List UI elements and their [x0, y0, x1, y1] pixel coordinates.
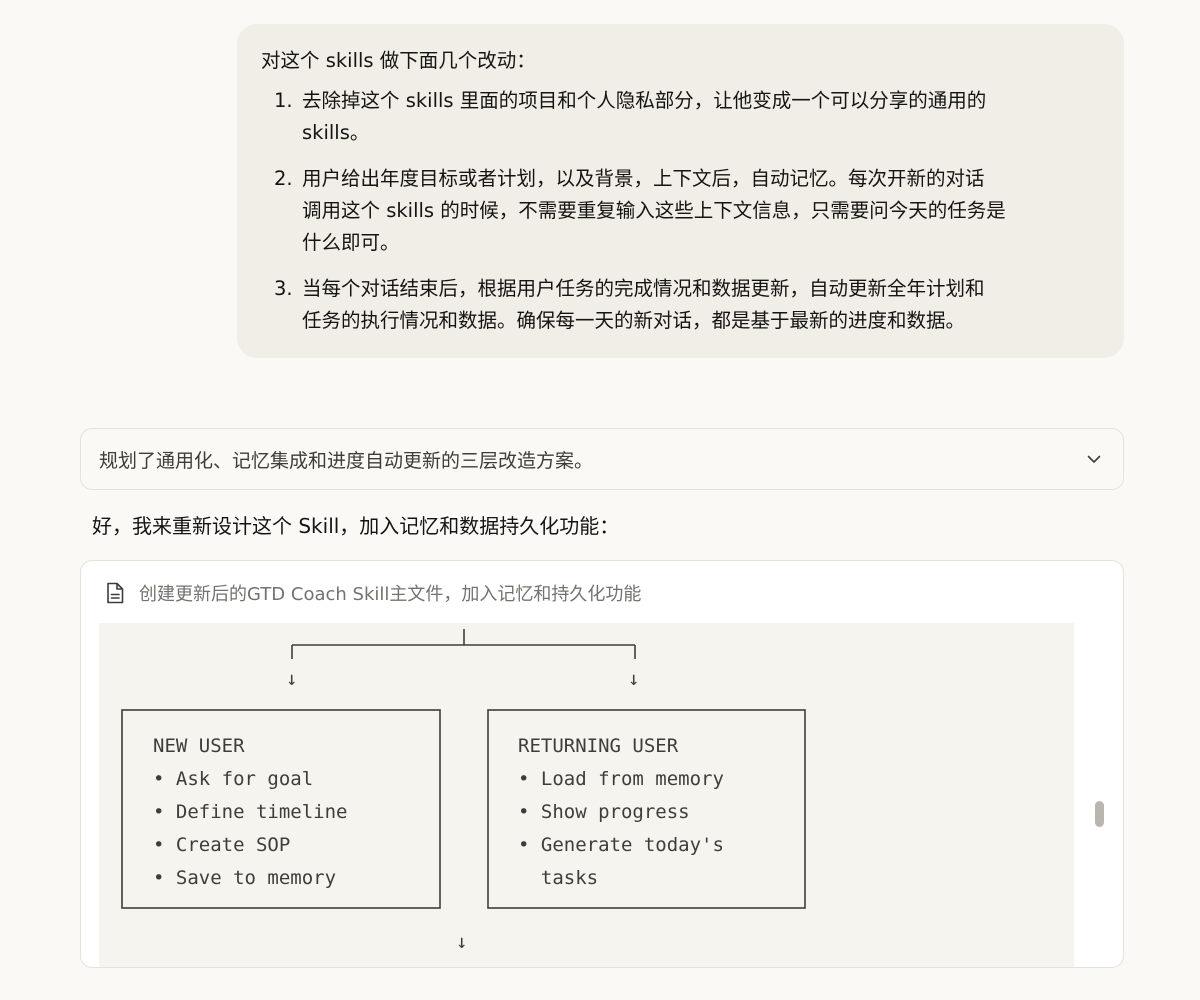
returning-user-item: tasks	[518, 867, 598, 889]
returning-user-box	[487, 709, 806, 909]
arrow-down-right: ↓	[628, 668, 639, 690]
list-item: 1. 去除掉这个 skills 里面的项目和个人隐私部分，让他变成一个可以分享的…	[261, 85, 1100, 149]
list-item-number: 2.	[274, 167, 293, 190]
user-message-bubble: 对这个 skills 做下面几个改动： 1. 去除掉这个 skills 里面的项…	[237, 24, 1124, 358]
new-user-item: • Create SOP	[153, 834, 290, 856]
list-item-line: skills。	[302, 121, 370, 144]
thinking-summary-toggle[interactable]: 规划了通用化、记忆集成和进度自动更新的三层改造方案。	[80, 428, 1124, 490]
chevron-down-icon[interactable]	[1083, 448, 1105, 470]
returning-user-item: • Show progress	[518, 801, 690, 823]
new-user-heading: NEW USER	[153, 735, 245, 757]
list-item: 3. 当每个对话结束后，根据用户任务的完成情况和数据更新，自动更新全年计划和 任…	[261, 273, 1100, 337]
thinking-summary-text: 规划了通用化、记忆集成和进度自动更新的三层改造方案。	[99, 449, 594, 472]
list-item-line: 当每个对话结束后，根据用户任务的完成情况和数据更新，自动更新全年计划和	[302, 277, 985, 300]
document-icon	[103, 581, 127, 605]
list-item-line: 任务的执行情况和数据。确保每一天的新对话，都是基于最新的进度和数据。	[302, 309, 966, 332]
scrollbar-thumb[interactable]	[1095, 801, 1104, 827]
list-item-line: 去除掉这个 skills 里面的项目和个人隐私部分，让他变成一个可以分享的通用的	[302, 89, 987, 112]
returning-user-item: • Generate today's	[518, 834, 724, 856]
ascii-flow-diagram: ↓ ↓ NEW USER • Ask for goal • Define tim…	[121, 629, 806, 953]
returning-user-item: • Load from memory	[518, 768, 724, 790]
artifact-header[interactable]: 创建更新后的GTD Coach Skill主文件，加入记忆和持久化功能	[103, 577, 641, 609]
list-item-line: 什么即可。	[302, 231, 400, 254]
user-message-list: 1. 去除掉这个 skills 里面的项目和个人隐私部分，让他变成一个可以分享的…	[261, 85, 1100, 337]
new-user-item: • Save to memory	[153, 867, 336, 889]
assistant-message: 好，我来重新设计这个 Skill，加入记忆和数据持久化功能：	[92, 514, 620, 538]
code-block: ↓ ↓ NEW USER • Ask for goal • Define tim…	[99, 623, 1074, 967]
new-user-item: • Ask for goal	[153, 768, 313, 790]
new-user-box	[121, 709, 441, 909]
list-item-number: 3.	[274, 277, 293, 300]
returning-user-heading: RETURNING USER	[518, 735, 679, 757]
list-item: 2. 用户给出年度目标或者计划，以及背景，上下文后，自动记忆。每次开新的对话 调…	[261, 163, 1100, 259]
list-item-line: 调用这个 skills 的时候，不需要重复输入这些上下文信息，只需要问今天的任务…	[302, 199, 1006, 222]
user-message-intro: 对这个 skills 做下面几个改动：	[261, 49, 536, 72]
artifact-card[interactable]: 创建更新后的GTD Coach Skill主文件，加入记忆和持久化功能 ↓ ↓ …	[80, 560, 1124, 968]
arrow-down-left: ↓	[286, 668, 297, 690]
arrow-down-bottom: ↓	[456, 931, 467, 953]
list-item-line: 用户给出年度目标或者计划，以及背景，上下文后，自动记忆。每次开新的对话	[302, 167, 985, 190]
list-item-number: 1.	[274, 89, 293, 112]
artifact-title: 创建更新后的GTD Coach Skill主文件，加入记忆和持久化功能	[139, 584, 642, 605]
new-user-item: • Define timeline	[153, 801, 347, 823]
